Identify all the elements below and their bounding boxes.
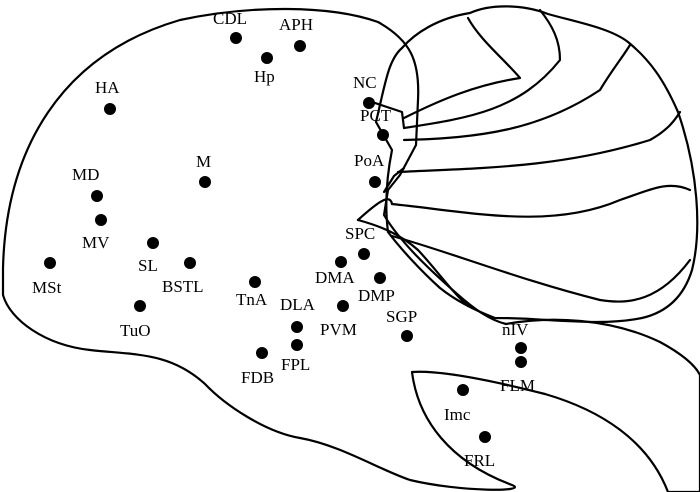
label-APH: APH [279, 15, 313, 34]
dot-MSt [44, 257, 56, 269]
label-FRL: FRL [464, 451, 495, 470]
label-SL: SL [138, 256, 158, 275]
dot-MV [95, 214, 107, 226]
dot-CDL [230, 32, 242, 44]
label-NC: NC [353, 73, 377, 92]
dot-M [199, 176, 211, 188]
label-FPL: FPL [281, 355, 310, 374]
cerebellum-fissure-5 [390, 184, 692, 218]
dot-Hp [261, 52, 273, 64]
label-nIV: nIV [502, 320, 529, 339]
dot-nIV [515, 342, 527, 354]
label-Hp: Hp [254, 67, 275, 86]
dot-FRL [479, 431, 491, 443]
ventricle-line-5 [416, 248, 470, 308]
label-SPC: SPC [345, 224, 375, 243]
label-M: M [196, 152, 211, 171]
ventricle-line-3 [356, 198, 394, 222]
dot-DMA [335, 256, 347, 268]
label-PoA: PoA [354, 151, 385, 170]
label-TuO: TuO [120, 321, 151, 340]
label-DLA: DLA [280, 295, 316, 314]
dot-SGP [401, 330, 413, 342]
dot-TuO [134, 300, 146, 312]
dot-APH [294, 40, 306, 52]
cerebellum-fissure-1 [402, 16, 522, 120]
dot-PoA [369, 176, 381, 188]
ventricle-line-1 [364, 98, 406, 130]
dot-BSTL [184, 257, 196, 269]
dot-FPL [291, 339, 303, 351]
label-TnA: TnA [236, 290, 268, 309]
dot-MD [91, 190, 103, 202]
dot-DLA [337, 300, 349, 312]
brain-outline [1, 7, 700, 492]
label-HA: HA [95, 78, 120, 97]
cerebellum-fissure-4 [396, 110, 682, 174]
label-PCT: PCT [360, 106, 392, 125]
dot-SL [147, 237, 159, 249]
label-DMA: DMA [315, 268, 355, 287]
cerebellum-fissure-2 [402, 8, 562, 130]
label-Imc: Imc [444, 405, 471, 424]
dot-HA [104, 103, 116, 115]
dot-SPC [358, 248, 370, 260]
ventricle-line-2 [382, 166, 406, 194]
dot-PCT [377, 129, 389, 141]
label-FDB: FDB [241, 368, 274, 387]
label-MSt: MSt [32, 278, 62, 297]
label-DMP: DMP [358, 286, 395, 305]
cerebellum-outline [374, 5, 699, 324]
cerebellum-fissure-6 [390, 234, 692, 303]
label-MD: MD [72, 165, 99, 184]
ventricle-line-4 [356, 218, 420, 252]
dot-DMP [374, 272, 386, 284]
cerebellum-fissure-3 [402, 43, 632, 142]
label-CDL: CDL [213, 9, 247, 28]
dot-TnA [249, 276, 261, 288]
label-PVM: PVM [320, 320, 357, 339]
dot-FDB [256, 347, 268, 359]
label-SGP: SGP [386, 307, 417, 326]
dot-Imc [457, 384, 469, 396]
label-BSTL: BSTL [162, 277, 204, 296]
dot-NC [363, 97, 375, 109]
dot-PVM [291, 321, 303, 333]
label-MV: MV [82, 233, 110, 252]
label-FLM: FLM [500, 376, 535, 395]
dot-FLM [515, 356, 527, 368]
